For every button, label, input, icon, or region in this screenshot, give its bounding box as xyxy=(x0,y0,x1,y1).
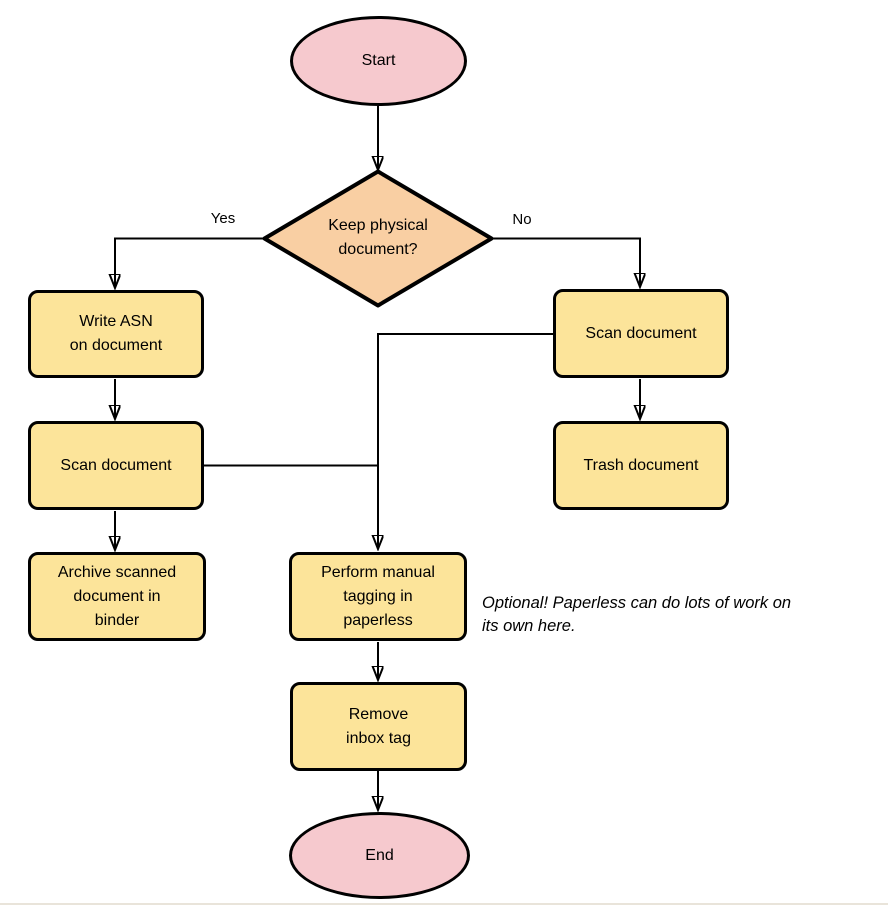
node-decision-shape[interactable] xyxy=(261,168,495,309)
node-start[interactable]: Start xyxy=(290,16,467,106)
annotation-optional-note: Optional! Paperless can do lots of work … xyxy=(482,594,792,636)
diamond-shape[interactable] xyxy=(262,169,494,308)
edge-decision-no-to-scan-right xyxy=(491,237,640,287)
edge-label-yes: Yes xyxy=(210,210,236,227)
edge-decision-yes-to-write-asn xyxy=(115,237,265,288)
node-remove-inbox-tag[interactable]: Remove inbox tag xyxy=(290,682,467,771)
node-scan-document-right[interactable]: Scan document xyxy=(553,289,729,378)
node-decision-label: Keep physical document? xyxy=(328,217,428,258)
node-trash-document[interactable]: Trash document xyxy=(553,421,729,510)
node-label: Start xyxy=(361,52,396,69)
node-write-asn[interactable]: Write ASN on document xyxy=(28,290,204,378)
node-end[interactable]: End xyxy=(289,812,470,899)
edge-scan-right-to-tagging xyxy=(378,333,553,548)
node-scan-document-left[interactable]: Scan document xyxy=(28,421,204,510)
node-archive-binder[interactable]: Archive scanned document in binder xyxy=(28,552,206,641)
node-manual-tagging[interactable]: Perform manual tagging in paperless xyxy=(289,552,467,641)
edge-label-no: No xyxy=(512,211,532,228)
page-bottom-divider xyxy=(0,903,888,905)
